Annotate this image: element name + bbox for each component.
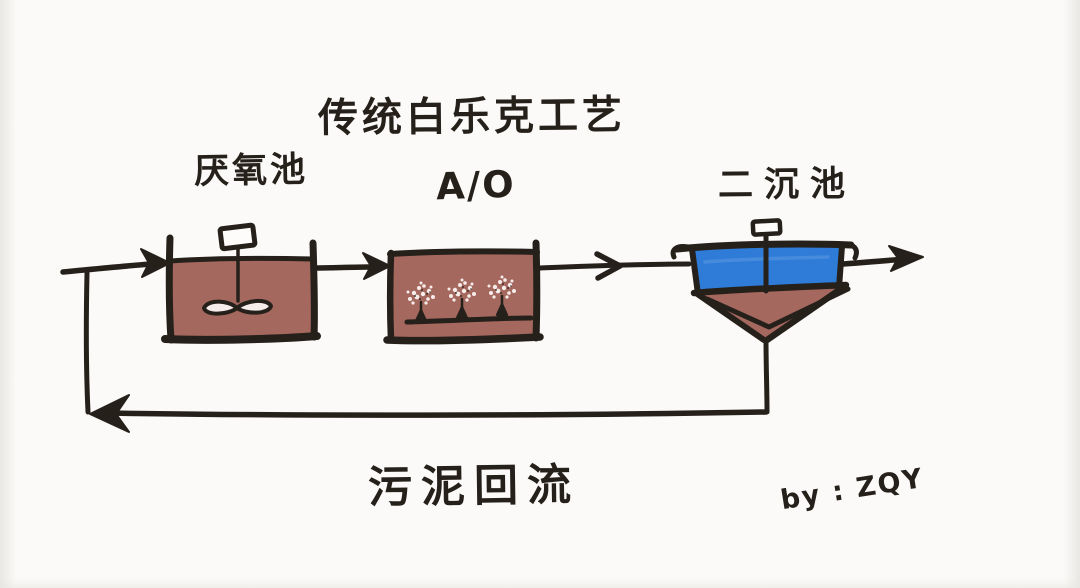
ao-tank-bottom bbox=[383, 333, 544, 345]
water-sludge-boundary bbox=[690, 281, 850, 297]
anaerobic-tank-waterline bbox=[167, 255, 316, 264]
label-sludge-return: 污泥回流 bbox=[367, 459, 581, 514]
clarifier-left-wall bbox=[689, 246, 701, 297]
ao-tank-waterline bbox=[387, 248, 540, 257]
ao-tank-right-wall bbox=[532, 239, 541, 342]
anaerobic-tank-liquid bbox=[170, 259, 314, 338]
label-anaerobic-tank: 厌氧池 bbox=[193, 150, 309, 192]
scraper-vee bbox=[704, 286, 851, 330]
mixer-motor-icon bbox=[217, 222, 258, 252]
influent-arrow bbox=[60, 248, 171, 278]
sludge-return-line bbox=[83, 270, 770, 433]
clarifier-right-wall bbox=[836, 243, 845, 291]
anaerobic-tank bbox=[161, 222, 321, 344]
clarifier-motor-icon bbox=[750, 218, 783, 237]
ao-tank-left-wall bbox=[387, 249, 395, 344]
diagram-title: 传统白乐克工艺 bbox=[317, 92, 627, 142]
label-secondary-clarifier: 二沉池 bbox=[717, 164, 857, 206]
sludge-cone bbox=[696, 285, 844, 338]
ao-tank-liquid bbox=[391, 252, 536, 339]
return-line-riser bbox=[83, 270, 91, 415]
anaerobic-tank-right-wall bbox=[309, 239, 318, 341]
weir-hook-left bbox=[670, 244, 691, 260]
transfer-arrow-2 bbox=[536, 251, 692, 281]
anaerobic-tank-bottom bbox=[161, 332, 321, 344]
influent-arrowhead bbox=[140, 248, 171, 278]
effluent-arrowhead bbox=[888, 245, 924, 272]
clarifier-underflow-pipe bbox=[763, 337, 770, 415]
weir-hook-right bbox=[840, 242, 859, 261]
secondary-clarifier bbox=[670, 218, 859, 344]
effluent-arrow bbox=[840, 245, 924, 272]
mixer-impeller bbox=[202, 299, 273, 316]
anaerobic-tank-left-wall bbox=[165, 234, 175, 344]
ao-tank bbox=[383, 239, 544, 345]
transfer-arrow-1 bbox=[311, 252, 391, 280]
return-arrowhead bbox=[89, 394, 130, 433]
transfer-arrowhead-1 bbox=[362, 252, 391, 280]
label-ao-tank: A/O bbox=[435, 162, 517, 209]
transfer-chevron-2 bbox=[594, 251, 623, 281]
return-line-horizontal bbox=[101, 409, 769, 418]
